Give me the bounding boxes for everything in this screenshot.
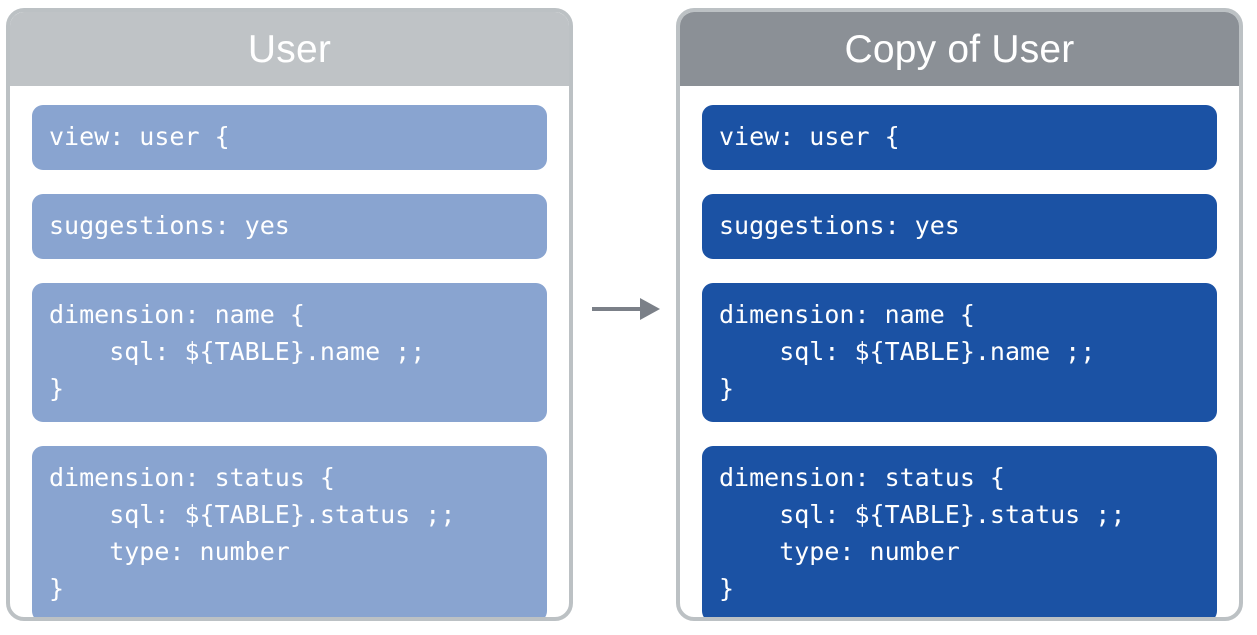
code-block-view-declaration: view: user {	[32, 105, 547, 170]
panel-source-title: User	[10, 12, 569, 86]
panel-source-body: view: user { suggestions: yes dimension:…	[10, 86, 569, 617]
code-block-dimension-status: dimension: status { sql: ${TABLE}.status…	[702, 446, 1217, 617]
code-block-dimension-name: dimension: name { sql: ${TABLE}.name ;; …	[702, 283, 1217, 422]
panel-copy-body: view: user { suggestions: yes dimension:…	[680, 86, 1239, 617]
panel-copy-title: Copy of User	[680, 12, 1239, 86]
arrow-head	[640, 298, 660, 320]
arrow-shaft	[592, 307, 644, 311]
panel-source-view: User view: user { suggestions: yes dimen…	[6, 8, 573, 621]
code-block-dimension-status: dimension: status { sql: ${TABLE}.status…	[32, 446, 547, 617]
code-block-dimension-name: dimension: name { sql: ${TABLE}.name ;; …	[32, 283, 547, 422]
copy-arrow-icon	[592, 297, 662, 321]
code-block-suggestions-parameter: suggestions: yes	[702, 194, 1217, 259]
code-block-view-declaration: view: user {	[702, 105, 1217, 170]
panel-copy-view: Copy of User view: user { suggestions: y…	[676, 8, 1243, 621]
code-block-suggestions-parameter: suggestions: yes	[32, 194, 547, 259]
